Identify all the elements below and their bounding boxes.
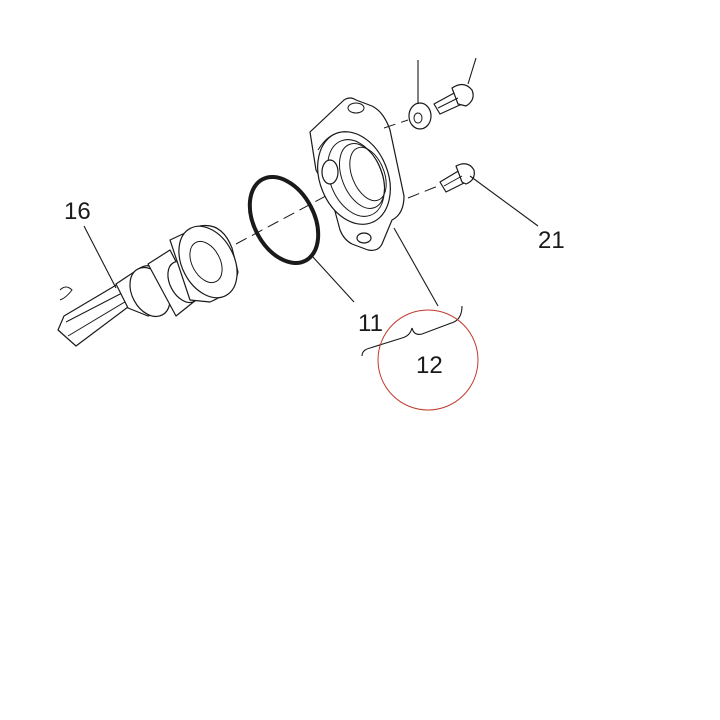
- leader-11: [311, 255, 355, 303]
- callout-12: 12: [416, 352, 443, 379]
- shaft-assembly: [57, 224, 239, 347]
- callout-16: 16: [64, 198, 91, 225]
- callout-21: 21: [538, 227, 565, 254]
- flange-housing: [309, 97, 405, 251]
- leader-12: [393, 227, 439, 307]
- bolt-21-axis: [407, 185, 439, 199]
- callout-11: 11: [358, 310, 383, 337]
- o-ring: [247, 175, 321, 265]
- leader-bolt-top: [467, 57, 477, 85]
- bolt-top: [433, 83, 474, 115]
- bolt-21: [439, 163, 475, 193]
- highlight-circle: [377, 309, 479, 411]
- washer-top: [408, 102, 432, 130]
- bolt-top-axis: [383, 119, 409, 129]
- leader-21: [469, 175, 539, 227]
- leader-16: [83, 225, 117, 289]
